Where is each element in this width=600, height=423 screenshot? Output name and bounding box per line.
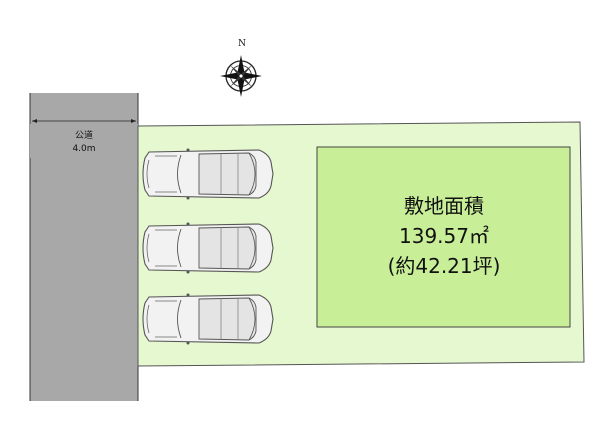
road-width-label: 4.0m xyxy=(72,144,95,154)
road-width-dimension xyxy=(32,119,136,123)
building-footprint xyxy=(316,146,571,328)
parked-car-1 xyxy=(142,147,274,201)
compass-north-label: N xyxy=(238,39,246,49)
road-label-background xyxy=(30,124,138,158)
lot-area-tsubo: (約42.21坪) xyxy=(388,254,501,278)
lot-area-title: 敷地面積 xyxy=(404,194,484,218)
compass-rose-icon xyxy=(220,55,262,97)
parked-car-3 xyxy=(142,292,274,346)
road-label: 公道 xyxy=(75,129,93,141)
lot-area-square-meters: 139.57㎡ xyxy=(399,224,489,248)
parked-car-2 xyxy=(142,221,274,275)
